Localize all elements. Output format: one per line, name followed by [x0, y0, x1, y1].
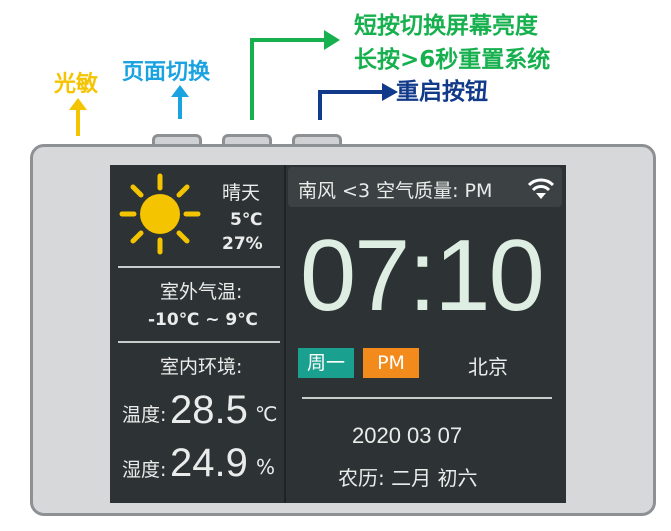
indoor-temp-label: 温度: — [122, 404, 167, 426]
weather-temperature: 5℃ — [230, 210, 263, 230]
indoor-humidity-value: 24.9 — [170, 441, 248, 485]
sun-icon — [119, 173, 201, 255]
right-divider — [302, 397, 552, 399]
page-switch-label: 页面切换 — [122, 60, 211, 85]
left-info-panel — [110, 165, 286, 503]
ampm-badge: PM — [363, 348, 419, 378]
brightness-label-line2: 长按>6秒重置系统 — [354, 47, 551, 73]
left-divider-1 — [118, 266, 280, 268]
gregorian-date: 2020 03 07 — [352, 423, 463, 448]
brightness-arrow — [250, 30, 340, 120]
light-sensor-label: 光敏 — [54, 72, 99, 97]
lunar-date: 农历: 二月 初六 — [338, 466, 478, 490]
clock-time: 07:10 — [300, 220, 545, 332]
indoor-humidity-unit: % — [256, 455, 276, 479]
light-sensor-arrow — [69, 98, 87, 136]
outdoor-temp-label: 室外气温: — [160, 281, 243, 303]
indoor-temp-value: 28.5 — [170, 388, 248, 432]
display-screen — [110, 165, 566, 503]
indoor-env-label: 室内环境: — [160, 356, 243, 378]
weather-condition: 晴天 — [222, 182, 261, 204]
status-ticker-bar — [288, 167, 562, 207]
weekday-badge: 周一 — [298, 348, 354, 378]
outdoor-temp-range: -10℃ ~ 9℃ — [148, 310, 258, 330]
weather-humidity: 27% — [222, 234, 263, 254]
page-switch-arrow — [171, 85, 189, 119]
indoor-temp-unit: ℃ — [255, 402, 278, 426]
reboot-label: 重启按钮 — [396, 79, 488, 105]
left-divider-2 — [118, 341, 280, 343]
brightness-label-line1: 短按切换屏幕亮度 — [354, 13, 538, 39]
wifi-icon — [528, 178, 554, 199]
indoor-humidity-label: 湿度: — [122, 459, 167, 481]
reboot-arrow — [318, 83, 398, 120]
status-ticker: 南风 <3 空气质量: PM — [298, 180, 493, 202]
city-name: 北京 — [468, 355, 508, 379]
